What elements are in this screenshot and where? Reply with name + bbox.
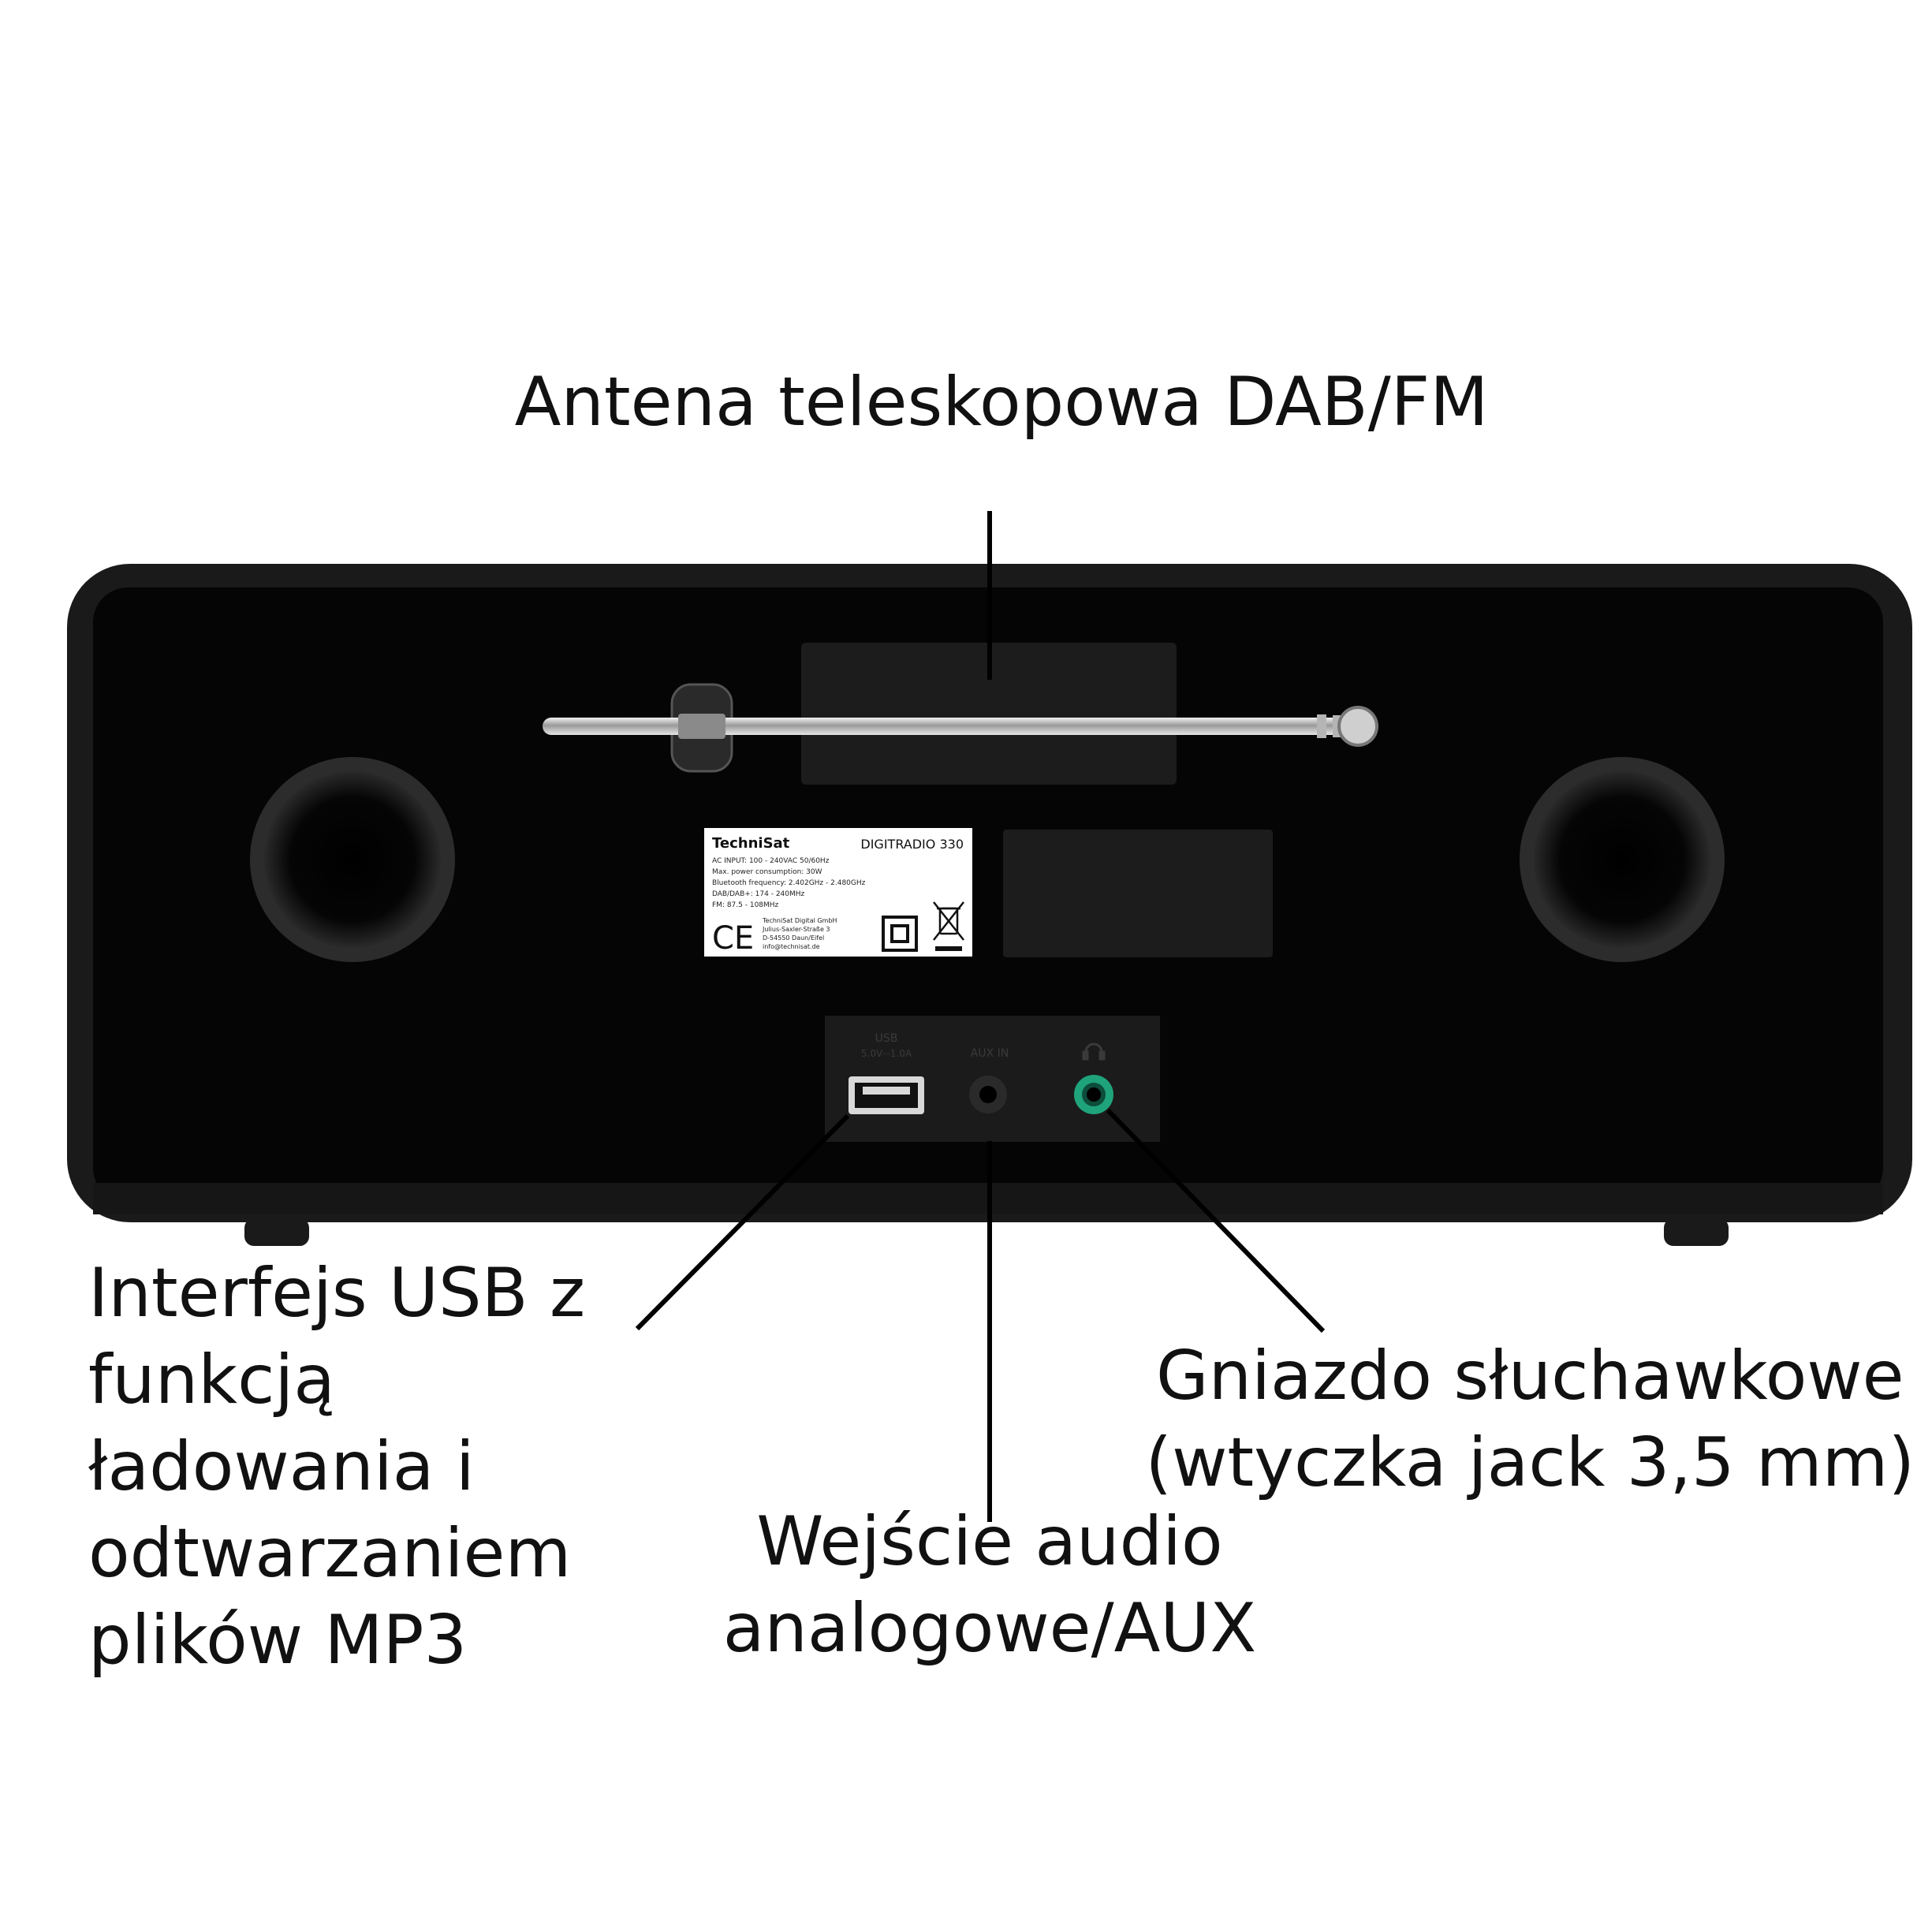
foot-right	[1664, 1218, 1729, 1246]
label-address-3: D-54550 Daun/Eifel	[763, 934, 824, 942]
label-ce-mark: CE	[712, 920, 754, 957]
rating-label: TechniSat DIGITRADIO 330 AC INPUT: 100 -…	[704, 828, 972, 957]
antenna-mount-plate	[801, 643, 1177, 785]
blank-plate	[1003, 830, 1273, 957]
label-line-5: FM: 87.5 - 108MHz	[712, 901, 779, 909]
callout-headphone-line-2: (wtyczka jack 3,5 mm)	[1145, 1423, 1915, 1502]
label-brand: TechniSat	[712, 835, 790, 852]
telescopic-antenna	[543, 683, 1378, 773]
callout-usb: Interfejs USB z funkcją ładowania i odtw…	[88, 1250, 585, 1684]
double-insulation-icon	[882, 916, 918, 952]
callout-headphone: Gniazdo słuchawkowe (wtyczka jack 3,5 mm…	[1146, 1333, 1915, 1506]
usb-port[interactable]	[849, 1076, 924, 1114]
usb-port-label: USB	[875, 1032, 898, 1045]
label-line-2: Max. power consumption: 30W	[712, 868, 822, 876]
label-line-4: DAB/DAB+: 174 - 240MHz	[712, 890, 805, 898]
callout-usb-line-4: odtwarzaniem	[88, 1514, 572, 1593]
label-address-4: info@technisat.de	[763, 943, 820, 950]
bass-port-right	[1520, 757, 1725, 962]
label-model: DIGITRADIO 330	[860, 837, 964, 852]
callout-usb-line-2: funkcją	[88, 1341, 335, 1419]
radio-back-panel	[93, 587, 1883, 1203]
label-address-2: Julius-Saxler-Straße 3	[762, 926, 830, 933]
headphone-icon	[1082, 1042, 1106, 1061]
foot-left	[244, 1218, 309, 1246]
callout-antenna: Antena teleskopowa DAB/FM	[0, 359, 1932, 446]
weee-bin-icon	[933, 901, 964, 951]
callout-usb-line-3: ładowania i	[88, 1427, 475, 1506]
label-line-1: AC INPUT: 100 - 240VAC 50/60Hz	[712, 857, 830, 865]
callout-aux-line-1: Wejście audio	[756, 1502, 1223, 1581]
usb-port-rating: 5.0V⎓1.0A	[861, 1048, 912, 1059]
leader-line-headphone	[1106, 1108, 1326, 1333]
callout-headphone-line-1: Gniazdo słuchawkowe	[1155, 1337, 1904, 1415]
bass-port-left	[250, 757, 455, 962]
aux-port-label: AUX IN	[971, 1047, 1009, 1060]
label-address-1: TechniSat Digital GmbH	[762, 917, 837, 924]
aux-jack[interactable]	[969, 1076, 1007, 1113]
callout-aux-line-2: analogowe/AUX	[722, 1589, 1257, 1668]
label-line-3: Bluetooth frequency: 2.402GHz - 2.480GHz	[712, 879, 866, 887]
callout-aux: Wejście audio analogowe/AUX	[694, 1498, 1285, 1672]
leader-line-usb	[635, 1113, 850, 1331]
headphone-jack[interactable]	[1074, 1075, 1113, 1114]
callout-antenna-line-1: Antena teleskopowa DAB/FM	[514, 363, 1489, 442]
callout-usb-line-1: Interfejs USB z	[88, 1254, 586, 1333]
callout-usb-line-5: plików MP3	[88, 1601, 468, 1680]
